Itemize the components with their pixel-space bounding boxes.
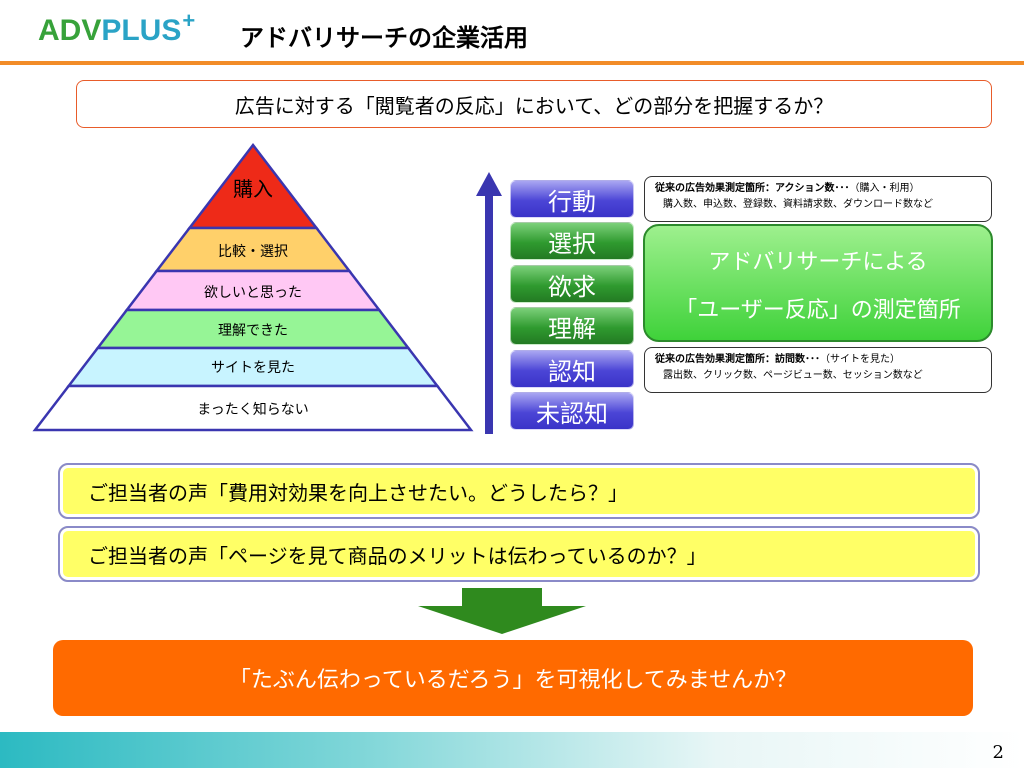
up-arrow-icon [474,172,504,438]
stage-label: 選択 [548,229,596,258]
info-detail: 露出数、クリック数、ページビュー数、セッション数など [663,370,923,381]
conclusion-box: 「たぶん伝わっているだろう」を可視化してみませんか？ [53,640,973,716]
stage-label: 認知 [548,357,596,386]
info-heading-note: （サイトを見た） [820,354,900,365]
pyramid-level-desire-label: 欲しいと思った [204,285,302,301]
question-text: 広告に対する「閲覧者の反応」において、どの部分を把握するか？ [234,93,834,118]
stage-label: 未認知 [536,399,608,428]
adplus-logo: ADVPLUS+ [38,8,195,48]
info-heading-note: （購入・利用） [849,183,920,194]
down-arrow-icon [418,588,586,640]
green-box-line1: アドバリサーチによる [708,250,928,275]
advaresearch-measurement-box: アドバリサーチによる 「ユーザー反応」の測定箇所 [643,224,993,342]
info-box-visits: 従来の広告効果測定箇所：訪問数･･･（サイトを見た） 露出数、クリック数、ページ… [644,347,992,393]
pyramid-level-visited-label: サイトを見た [211,360,295,376]
voice-text: ご担当者の声「費用対効果を向上させたい。どうしたら？」 [88,480,628,505]
logo-plus-sign: + [182,8,196,33]
client-voice-1: ご担当者の声「費用対効果を向上させたい。どうしたら？」 [58,463,980,519]
pyramid-level-unaware [32,384,474,432]
question-box: 広告に対する「閲覧者の反応」において、どの部分を把握するか？ [76,80,992,128]
stage-selection: 選択 [510,222,634,260]
stage-understanding: 理解 [510,307,634,345]
stage-awareness: 認知 [510,350,634,388]
client-voice-2: ご担当者の声「ページを見て商品のメリットは伝わっているのか？」 [58,526,980,582]
info-heading-bold: 従来の広告効果測定箇所：アクション数･･･ [655,183,850,194]
green-box-line2: 「ユーザー反応」の測定箇所 [675,298,961,323]
logo-text-adv: ADV [38,14,102,47]
footer-band [0,732,1024,768]
info-heading-bold: 従来の広告効果測定箇所：訪問数･･･ [655,354,820,365]
info-heading: 従来の広告効果測定箇所：アクション数･･･（購入・利用） [655,181,981,197]
stage-action: 行動 [510,180,634,218]
funnel-pyramid: 購入比較・選択欲しいと思った理解できたサイトを見たまったく知らない [30,140,480,435]
logo-text-plus: PLUS [101,14,182,47]
pyramid-graphic [32,142,474,432]
info-box-action: 従来の広告効果測定箇所：アクション数･･･（購入・利用） 購入数、申込数、登録数… [644,176,992,222]
info-heading: 従来の広告効果測定箇所：訪問数･･･（サイトを見た） [655,352,981,368]
stage-label: 欲求 [548,272,596,301]
stage-unaware: 未認知 [510,392,634,430]
pyramid-level-purchase-label: 購入 [233,177,273,201]
page-number: 2 [992,742,1004,763]
pyramid-level-compare-label: 比較・選択 [218,244,288,260]
header-divider [0,61,1024,65]
stage-desire: 欲求 [510,265,634,303]
stage-label: 理解 [548,314,596,343]
page-title: アドバリサーチの企業活用 [240,24,528,52]
pyramid-level-understand-label: 理解できた [218,323,288,339]
stage-label: 行動 [548,187,596,216]
pyramid-level-unaware-label: まったく知らない [197,402,309,418]
info-detail: 購入数、申込数、登録数、資料請求数、ダウンロード数など [663,199,933,210]
conclusion-text: 「たぶん伝わっているだろう」を可視化してみませんか？ [228,668,798,693]
voice-text: ご担当者の声「ページを見て商品のメリットは伝わっているのか？」 [88,543,707,568]
